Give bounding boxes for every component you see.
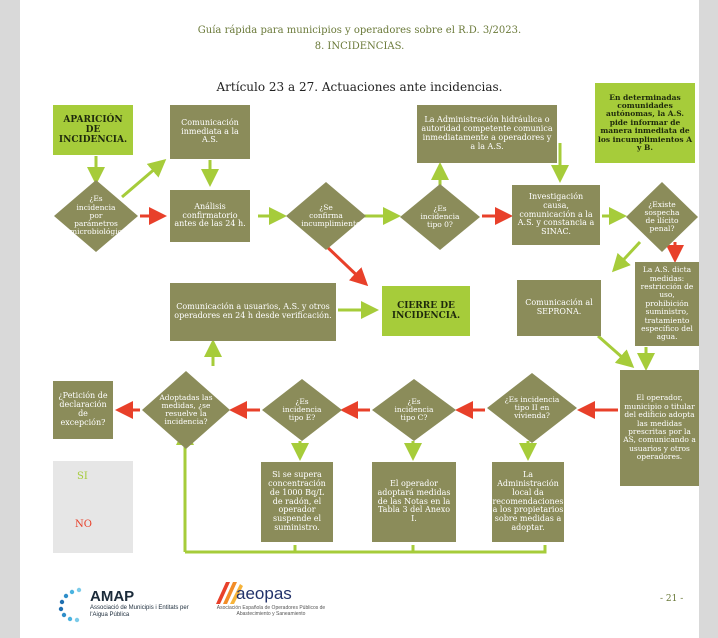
- decision-ilicito: ¿Existe sospecha de ilícito penal?: [626, 182, 698, 252]
- amap-logo-subtitle: Associació de Municipis i Entitats per l…: [90, 605, 189, 618]
- legend-no-label: NO: [75, 519, 92, 530]
- node-notas-tabla3: El operador adoptará medidas de las Nota…: [372, 462, 456, 542]
- note-ccaa: En determinadas comunidades autónomas, l…: [595, 83, 695, 163]
- node-seprona: Comunicación al SEPRONA.: [517, 280, 601, 336]
- node-admin-local: La Administración local da recomendacion…: [492, 462, 564, 542]
- decision-tipoII-label: ¿Es incidencia tipo II en vivienda?: [504, 394, 560, 421]
- amap-logo-text: AMAP: [90, 588, 135, 605]
- section-title: 8. INCIDENCIAS.: [314, 41, 405, 52]
- decision-microbiological-label: ¿Es incidencia por parámetros microbioló…: [69, 194, 135, 237]
- arrow-ilicito-to-seprona: [611, 240, 642, 273]
- decision-tipoC-label: ¿Es incidencia tipo C?: [394, 396, 434, 423]
- decision-tipoII: ¿Es incidencia tipo II en vivienda?: [487, 373, 577, 443]
- node-operador-adopta: El operador, municipio o titular del edi…: [620, 370, 699, 486]
- node-as-dicta: La A.S. dicta medidas: restricción de us…: [635, 262, 699, 346]
- arrow-seprona-to-operador: [597, 334, 635, 368]
- decision-adoptadas-label: Adoptadas las medidas, ¿se resuelve la i…: [159, 392, 213, 427]
- start-node: APARICIÓN DE INCIDENCIA.: [53, 105, 133, 155]
- end-node: CIERRE DE INCIDENCIA.: [382, 286, 470, 336]
- decision-tipo0-label: ¿Es incidencia tipo 0?: [420, 203, 460, 230]
- decision-tipo0: ¿Es incidencia tipo 0?: [400, 184, 480, 250]
- node-peticion: ¿Petición de declaración de excepción?: [53, 381, 113, 439]
- node-analisis: Análisis confirmatorio antes de las 24 h…: [170, 190, 250, 242]
- aeopas-logo-subtitle: Asociación Española de Operadores Públic…: [216, 605, 326, 617]
- aeopas-logo-text: aeopas: [236, 584, 292, 603]
- decision-tipoE-label: ¿Es incidencia tipo E?: [282, 396, 322, 423]
- node-investigacion: Investigación causa, comunicación a la A…: [512, 185, 600, 245]
- guide-title: Guía rápida para municipios y operadores…: [197, 25, 522, 36]
- article-title: Artículo 23 a 27. Actuaciones ante incid…: [216, 80, 503, 94]
- legend-yes-label: SI: [77, 471, 88, 482]
- node-comm-usuarios: Comunicación a usuarios, A.S. y otros op…: [170, 283, 336, 341]
- decision-microbiological: ¿Es incidencia por parámetros microbioló…: [54, 180, 138, 252]
- decision-confirma-label: ¿Se confirma incumplimiento?: [301, 202, 365, 229]
- top-banner: [20, 0, 699, 20]
- decision-adoptadas: Adoptadas las medidas, ¿se resuelve la i…: [142, 371, 230, 449]
- decision-ilicito-label: ¿Existe sospecha de ilícito penal?: [644, 199, 680, 234]
- decision-tipoE: ¿Es incidencia tipo E?: [262, 379, 342, 441]
- node-radon: Si se supera concentración de 1000 Bq/L …: [261, 462, 333, 542]
- document-page: Guía rápida para municipios y operadores…: [20, 0, 699, 638]
- arrow-confirma-no-to-cierre: [322, 242, 369, 287]
- decision-confirma: ¿Se confirma incumplimiento?: [286, 182, 366, 250]
- node-admin-hidraulica: La Administración hidráulica o autoridad…: [417, 105, 557, 163]
- node-comm-as: Comunicación inmediata a la A.S.: [170, 105, 250, 159]
- arrow-q-to-comm: [121, 159, 167, 199]
- decision-tipoC: ¿Es incidencia tipo C?: [372, 379, 456, 441]
- page-number: - 21 -: [660, 594, 684, 604]
- arrow-feedback-loop: [183, 425, 547, 554]
- legend: SI NO: [53, 461, 133, 553]
